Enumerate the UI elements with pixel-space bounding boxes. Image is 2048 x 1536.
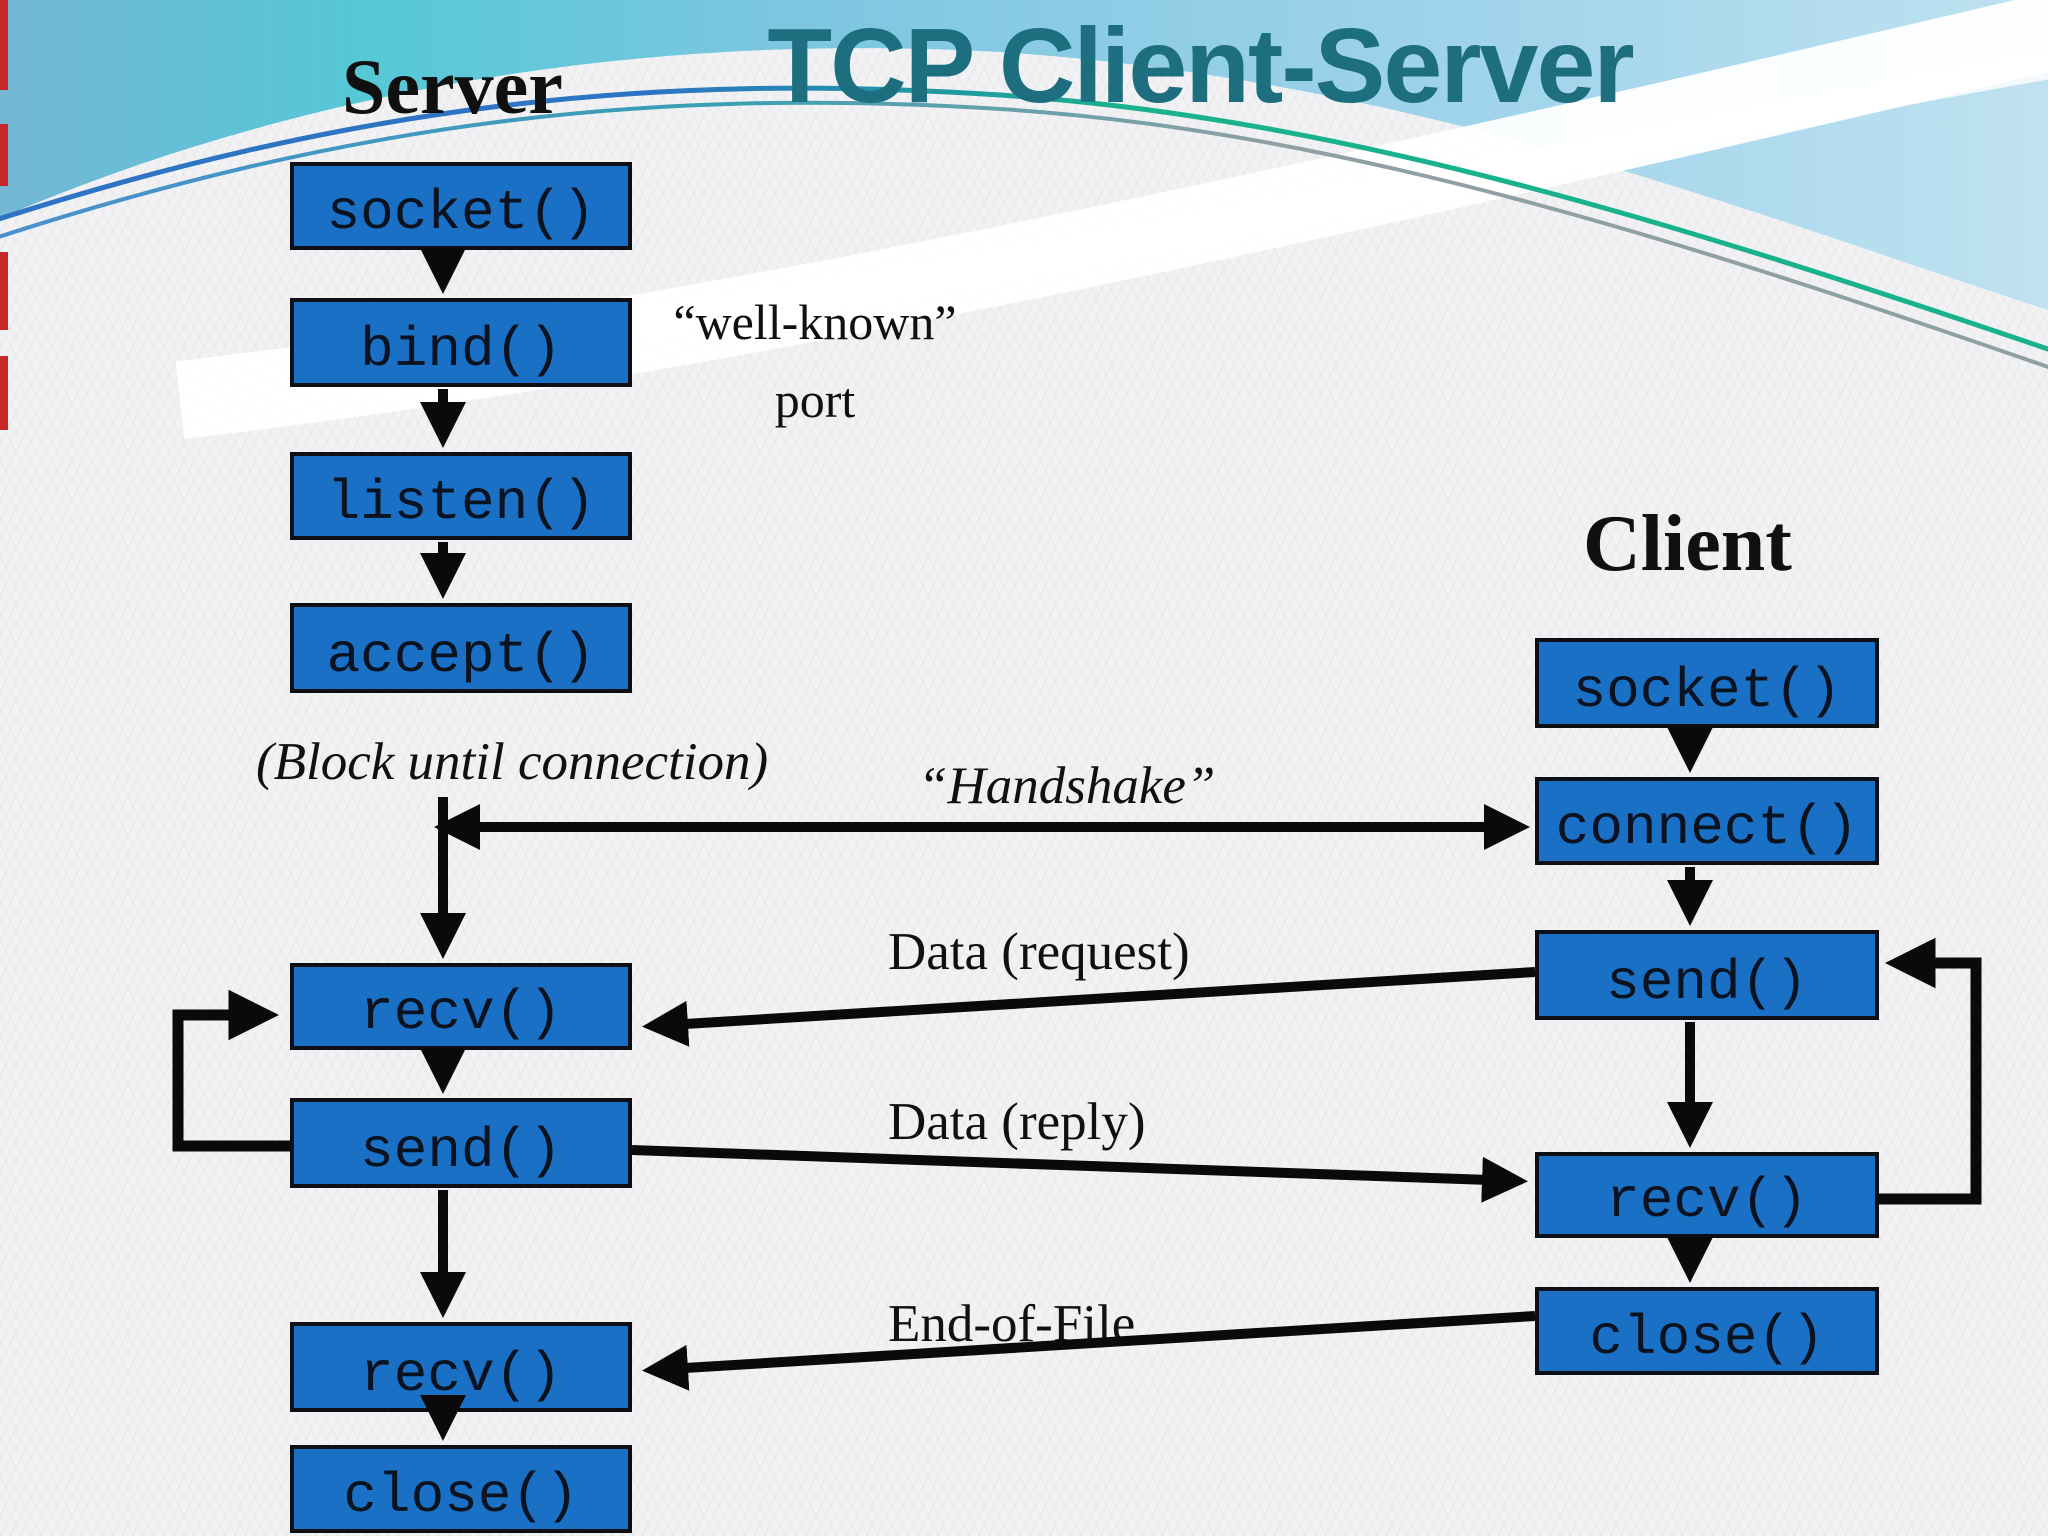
- server-box-accept: accept(): [290, 603, 632, 693]
- server-box-bind: bind(): [290, 298, 632, 387]
- end-of-file-label: End-of-File: [888, 1295, 1136, 1353]
- client-box-close: close(): [1535, 1287, 1879, 1375]
- handshake-label: “Handshake”: [918, 757, 1216, 815]
- client-box-recv: recv(): [1535, 1152, 1879, 1238]
- arrow-client-loop: [1876, 937, 1982, 1205]
- left-edge-red-dash: [0, 252, 8, 330]
- well-known-label-line2: port: [774, 371, 856, 428]
- left-edge-red-dash: [0, 356, 8, 430]
- server-box-listen: listen(): [290, 452, 632, 540]
- arrow-data-reply: [631, 1145, 1528, 1203]
- data-reply-label: Data (reply): [888, 1093, 1146, 1151]
- client-box-socket: socket(): [1535, 638, 1879, 728]
- arrow-server-loop: [172, 989, 290, 1152]
- server-box-send: send(): [290, 1098, 632, 1188]
- well-known-label-line1: “well-known”: [673, 294, 957, 350]
- left-edge-red-dash: [0, 0, 8, 90]
- server-box-recv2: recv(): [290, 1322, 632, 1412]
- well-known-port-label: “well-known” port: [628, 284, 1002, 439]
- server-heading: Server: [342, 43, 563, 130]
- client-box-connect: connect(): [1535, 777, 1879, 865]
- left-edge-red-dash: [0, 124, 8, 186]
- server-box-recv1: recv(): [290, 963, 632, 1050]
- server-box-close: close(): [290, 1445, 632, 1533]
- server-box-socket: socket(): [290, 162, 632, 250]
- data-request-label: Data (request): [888, 923, 1190, 981]
- block-until-connection-label: (Block until connection): [256, 733, 769, 791]
- client-box-send: send(): [1535, 930, 1879, 1020]
- slide-title: TCP Client-Server: [767, 7, 1634, 125]
- client-heading: Client: [1583, 500, 1792, 588]
